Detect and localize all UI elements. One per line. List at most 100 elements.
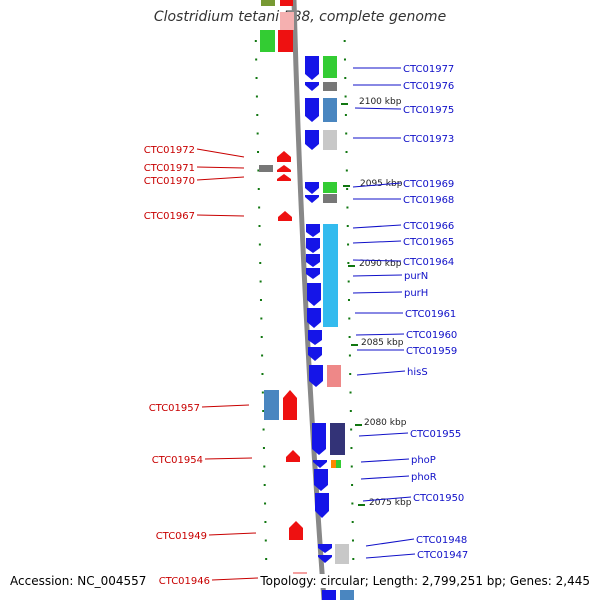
- track-dot: [259, 280, 262, 283]
- track-dot: [343, 58, 346, 61]
- track-dot: [264, 521, 267, 523]
- forward-gene-label[interactable]: CTC01976: [403, 81, 454, 92]
- label-leader-line: [352, 240, 402, 244]
- cog-box: [331, 460, 336, 468]
- forward-gene-label[interactable]: CTC01959: [406, 346, 457, 357]
- gene-arrow: [283, 390, 297, 420]
- forward-gene-label[interactable]: purH: [404, 288, 428, 299]
- forward-cog-track: [323, 56, 354, 600]
- tick-label: 2095 kbp: [360, 179, 403, 189]
- reverse-gene-label[interactable]: CTC01946: [159, 576, 210, 587]
- track-dot: [350, 465, 353, 468]
- track-dot: [254, 40, 257, 42]
- label-leader-line: [211, 577, 259, 581]
- track-dot: [344, 77, 347, 79]
- reverse-gene-label[interactable]: CTC01949: [156, 531, 207, 542]
- forward-gene-label[interactable]: CTC01969: [403, 179, 454, 190]
- track-dot: [259, 262, 262, 264]
- track-dot: [351, 502, 354, 505]
- track-dot: [258, 225, 261, 227]
- gene-arrow: [305, 56, 319, 80]
- forward-gene-label[interactable]: CTC01975: [403, 105, 454, 116]
- cog-box: [330, 423, 345, 455]
- label-leader-line: [354, 107, 402, 110]
- forward-gene-label[interactable]: hisS: [407, 367, 428, 378]
- tick-label-bg: [358, 257, 405, 268]
- track-dot: [350, 447, 353, 449]
- track-dot: [345, 132, 348, 135]
- track-dot: [347, 262, 350, 264]
- gene-arrow: [307, 283, 321, 306]
- forward-gene-label[interactable]: CTC01950: [413, 493, 464, 504]
- label-leader-line: [358, 432, 409, 437]
- track-dot: [262, 428, 265, 431]
- gene-arrow: [305, 130, 319, 150]
- track-dot: [263, 465, 266, 468]
- forward-gene-label[interactable]: CTC01948: [416, 535, 467, 546]
- track-dot: [347, 299, 350, 301]
- track-dot: [255, 95, 258, 98]
- track-dot: [264, 502, 267, 505]
- tick-label-bg: [359, 177, 406, 188]
- genome-backbone: [291, 0, 327, 600]
- track-dot: [260, 336, 263, 338]
- gene-arrow: [286, 450, 300, 462]
- track-dot: [346, 206, 349, 209]
- track-dot: [348, 354, 351, 357]
- forward-genes: [305, 56, 336, 600]
- cog-box: [323, 224, 338, 327]
- track-dot: [263, 484, 266, 486]
- forward-gene-label[interactable]: phoR: [411, 472, 437, 483]
- forward-gene-label[interactable]: purN: [404, 271, 428, 282]
- tick-label-bg: [368, 496, 415, 507]
- forward-gene-label[interactable]: CTC01966: [403, 221, 454, 232]
- label-leader-line: [360, 475, 410, 480]
- cog-box: [323, 98, 337, 122]
- track-dot: [349, 391, 352, 394]
- reverse-gene-label[interactable]: CTC01957: [149, 403, 200, 414]
- forward-gene-label[interactable]: CTC01968: [403, 195, 454, 206]
- track-dot: [343, 40, 346, 42]
- tick-label-bg: [363, 416, 410, 427]
- label-leader-line: [352, 291, 403, 294]
- tick-label: 2080 kbp: [364, 418, 407, 428]
- gene-arrow: [305, 82, 319, 91]
- cog-box: [259, 165, 273, 172]
- reverse-gene-labels: CTC01972CTC01971CTC01970CTC01967CTC01957…: [144, 145, 259, 587]
- reverse-gene-label[interactable]: CTC01970: [144, 176, 195, 187]
- forward-gene-label[interactable]: CTC01965: [403, 237, 454, 248]
- partial-cog-red: [278, 30, 293, 52]
- track-dot: [258, 243, 261, 246]
- label-leader-line: [196, 176, 245, 181]
- forward-gene-label[interactable]: CTC01947: [417, 550, 468, 561]
- reverse-gene-label[interactable]: CTC01971: [144, 163, 195, 174]
- track-dot: [347, 280, 350, 283]
- gene-arrow: [277, 165, 291, 172]
- track-dot: [257, 169, 260, 172]
- forward-gene-label[interactable]: phoP: [411, 455, 436, 466]
- tick-label: 2090 kbp: [359, 259, 402, 269]
- track-dot: [255, 77, 258, 79]
- forward-gene-labels: CTC01977CTC01976CTC01975CTC01973CTC01969…: [352, 64, 468, 561]
- track-dot: [258, 206, 261, 209]
- forward-gene-label[interactable]: CTC01955: [410, 429, 461, 440]
- track-dot: [262, 447, 265, 449]
- reverse-gene-label[interactable]: CTC01967: [144, 211, 195, 222]
- reverse-gene-label[interactable]: CTC01972: [144, 145, 195, 156]
- reverse-gene-label[interactable]: CTC01954: [152, 455, 203, 466]
- forward-gene-label[interactable]: CTC01961: [405, 309, 456, 320]
- forward-gene-label[interactable]: CTC01977: [403, 64, 454, 75]
- gene-arrow: [306, 268, 320, 279]
- track-dot: [256, 114, 259, 116]
- cog-box: [340, 590, 354, 600]
- forward-gene-label[interactable]: CTC01960: [406, 330, 457, 341]
- forward-gene-label[interactable]: CTC01964: [403, 257, 454, 268]
- gene-partial: [322, 590, 336, 600]
- gene-arrow: [318, 555, 332, 563]
- gene-arrow: [305, 98, 319, 122]
- label-leader-line: [352, 274, 403, 277]
- accession-text: Accession: NC_004557: [8, 574, 149, 588]
- forward-gene-label[interactable]: CTC01973: [403, 134, 454, 145]
